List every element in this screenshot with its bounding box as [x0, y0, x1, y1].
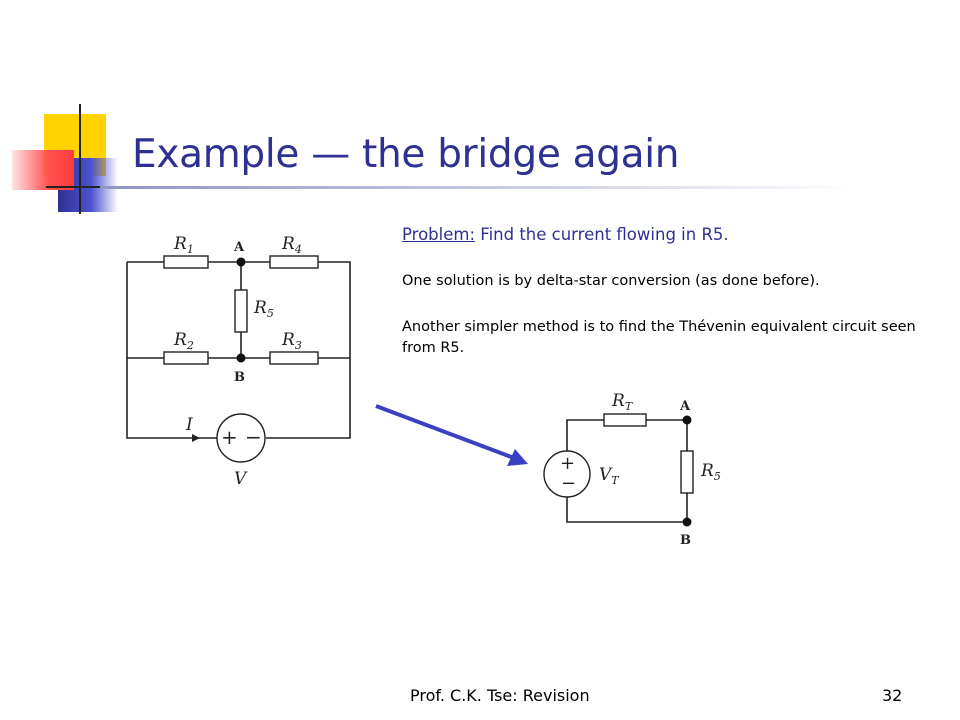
label-r2: R2: [173, 330, 194, 352]
label-r1: R1: [173, 234, 194, 256]
thevenin-voltage-source: [543, 450, 591, 498]
resistor-r2: [163, 351, 209, 365]
thevenin-wire-top-right: [646, 419, 688, 451]
thevenin-source-minus-sign: −: [561, 473, 576, 494]
label-thevenin-node-a: A: [679, 399, 691, 414]
deco-horizontal-line: [46, 186, 106, 188]
problem-statement: Problem: Find the current flowing in R5.: [402, 225, 729, 244]
resistor-r1: [163, 255, 209, 269]
slide-title: Example — the bridge again: [132, 132, 680, 177]
label-r4: R4: [281, 234, 302, 256]
deco-red-square: [12, 150, 74, 190]
problem-label: Problem:: [402, 225, 476, 244]
page-number: 32: [882, 686, 903, 705]
source-plus-sign: +: [221, 425, 238, 449]
label-node-a: A: [233, 240, 245, 255]
thevenin-wire-right-bottom: [566, 493, 688, 523]
resistor-r3: [269, 351, 319, 365]
solution-text-1: One solution is by delta-star conversion…: [402, 273, 820, 289]
bridge-wire-top-right: [266, 261, 351, 439]
resistor-r5-thevenin: [680, 450, 694, 494]
resistor-r5: [234, 289, 248, 333]
label-current: I: [185, 415, 193, 435]
source-minus-sign: −: [245, 425, 262, 449]
thevenin-node-a-dot: [682, 415, 692, 425]
solution-text-2: Another simpler method is to find the Th…: [402, 319, 916, 356]
transform-arrowhead-icon: [507, 449, 528, 466]
thevenin-node-b-dot: [682, 517, 692, 527]
transform-arrow-line: [375, 404, 515, 460]
voltage-source: [216, 413, 266, 463]
node-a-dot: [236, 257, 246, 267]
label-r5-thevenin: R5: [700, 461, 721, 483]
bridge-wire-left: [126, 262, 217, 439]
label-source-v: V: [234, 469, 248, 489]
label-vt: VT: [599, 465, 620, 487]
label-node-b: B: [234, 370, 245, 385]
problem-text: Find the current flowing in R5.: [475, 225, 729, 244]
thevenin-source-plus-sign: +: [560, 453, 575, 474]
thevenin-wire-top-left: [566, 419, 604, 451]
label-rt: RT: [611, 391, 634, 413]
resistor-r4: [269, 255, 319, 269]
label-thevenin-node-b: B: [680, 533, 691, 548]
title-underline: [100, 186, 860, 189]
label-r5: R5: [253, 298, 274, 320]
resistor-rt: [603, 413, 647, 427]
node-b-dot: [236, 353, 246, 363]
current-arrow-icon: [192, 434, 200, 442]
deco-vertical-line: [79, 104, 81, 214]
label-r3: R3: [281, 330, 302, 352]
footer-author: Prof. C.K. Tse: Revision: [410, 686, 590, 705]
